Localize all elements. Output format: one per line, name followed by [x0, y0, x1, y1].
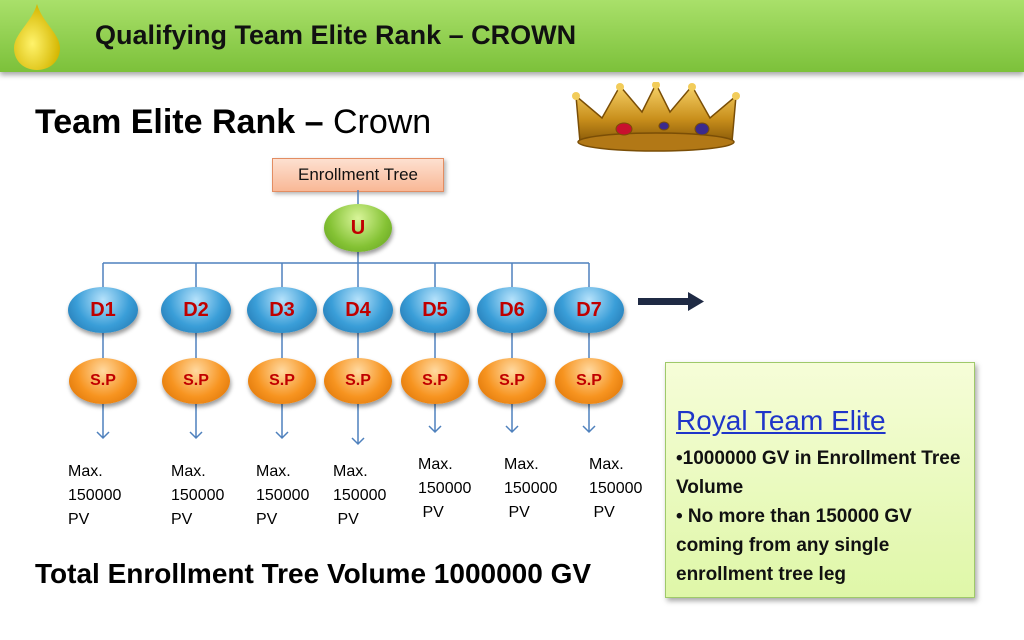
heading-regular: Crown	[332, 103, 432, 141]
sp-node: S.P	[401, 358, 469, 404]
title-banner: Qualifying Team Elite Rank – CROWN	[0, 0, 1024, 72]
heading-bold: Team Elite Rank –	[35, 103, 324, 141]
sp-node: S.P	[324, 358, 392, 404]
down-arrow-icon	[428, 404, 442, 434]
downline-node: D2	[161, 287, 231, 333]
banner-title: Qualifying Team Elite Rank – CROWN	[95, 20, 577, 50]
royal-point-1: •1000000 GV in Enrollment Tree Volume	[676, 448, 961, 498]
sp-node: S.P	[162, 358, 230, 404]
downline-node: D1	[68, 287, 138, 333]
leg-limit-label: Max. 150000 PV	[256, 463, 310, 528]
root-node-u: U	[324, 204, 392, 252]
page-heading: Team Elite Rank – Crown	[35, 103, 431, 142]
drop-icon	[14, 4, 60, 70]
downline-node: D5	[400, 287, 470, 333]
royal-title[interactable]: Royal Team Elite	[676, 405, 886, 436]
leg-limit-label: Max. 150000 PV	[418, 456, 472, 521]
down-arrow-icon	[351, 404, 365, 446]
enrollment-tree-label: Enrollment Tree	[272, 158, 444, 192]
downline-node: D6	[477, 287, 547, 333]
downline-node: D7	[554, 287, 624, 333]
down-arrow-icon	[275, 404, 289, 440]
right-arrow-icon	[638, 292, 704, 311]
total-volume-text: Total Enrollment Tree Volume 1000000 GV	[35, 558, 592, 589]
leg-limit-label: Max. 150000 PV	[68, 463, 122, 528]
downline-node: D4	[323, 287, 393, 333]
leg-limit-label: Max. 150000 PV	[589, 456, 643, 521]
down-arrow-icon	[96, 404, 110, 440]
sp-node: S.P	[478, 358, 546, 404]
leg-limit-label: Max. 150000 PV	[171, 463, 225, 528]
sp-node: S.P	[248, 358, 316, 404]
downline-node: D3	[247, 287, 317, 333]
crown-icon	[572, 82, 740, 152]
sp-node: S.P	[69, 358, 137, 404]
leg-limit-label: Max. 150000 PV	[333, 463, 387, 528]
royal-point-2: • No more than 150000 GV coming from any…	[676, 506, 912, 585]
leg-limit-label: Max. 150000 PV	[504, 456, 558, 521]
down-arrow-icon	[189, 404, 203, 440]
down-arrow-icon	[505, 404, 519, 434]
sp-node: S.P	[555, 358, 623, 404]
royal-team-elite-box: Royal Team Elite •1000000 GV in Enrollme…	[665, 362, 975, 598]
down-arrow-icon	[582, 404, 596, 434]
